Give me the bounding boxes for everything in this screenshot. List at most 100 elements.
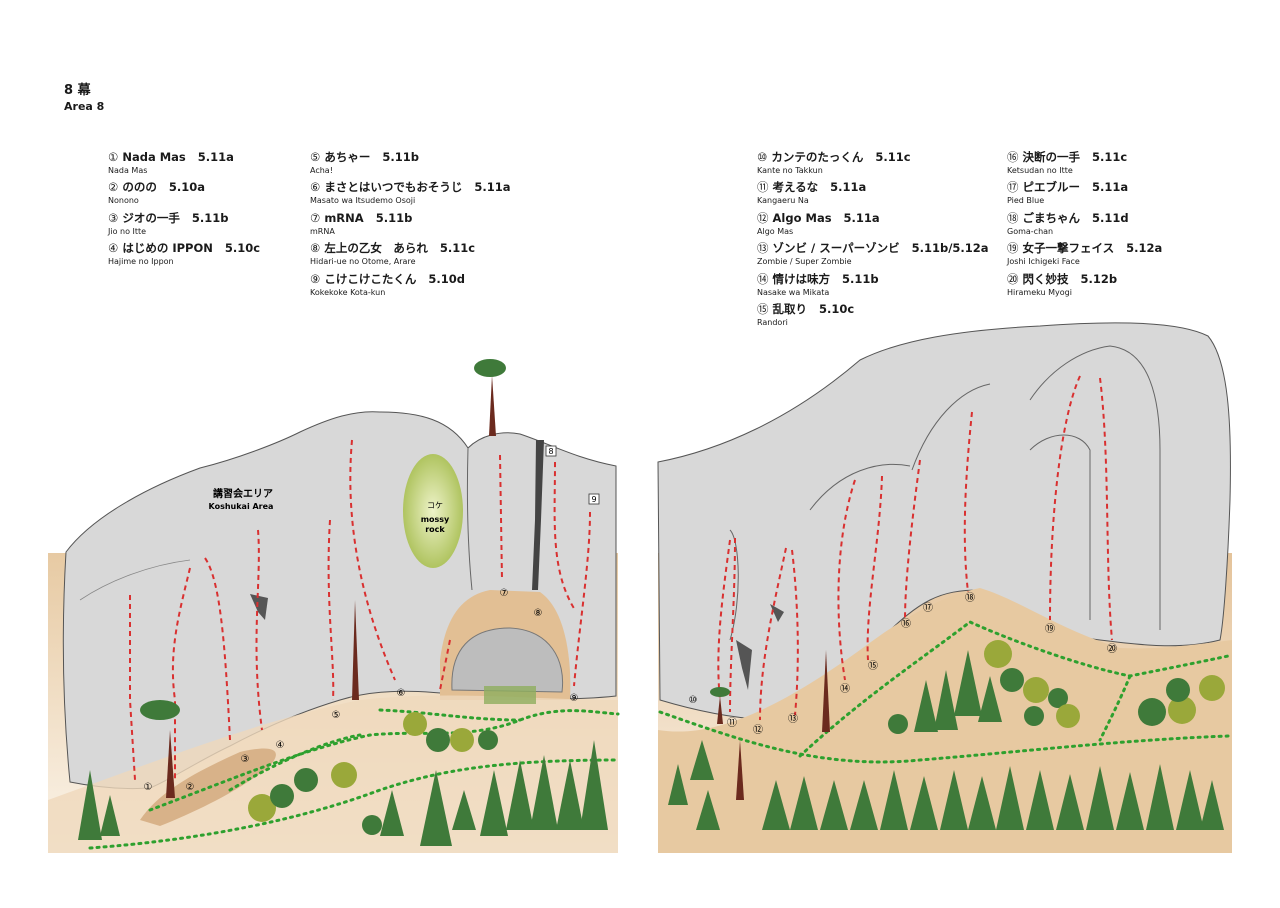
route-line: [553, 461, 576, 611]
route-grade: 5.11b: [191, 210, 229, 225]
route-romaji: Ketsudan no Itte: [1007, 166, 1073, 175]
route-grade: 5.11a: [474, 180, 511, 195]
route-marker-3: ③: [241, 754, 250, 765]
route-number: ④: [108, 241, 119, 256]
overhang: [770, 604, 784, 622]
route-marker-20: ⑳: [1107, 643, 1117, 655]
route-marker-7: ⑦: [500, 588, 509, 599]
route-number: ⑮: [757, 301, 769, 316]
route-romaji: Hajime no Ippon: [108, 257, 174, 267]
cave-boulder: [451, 627, 564, 693]
route-number: ⑫: [757, 210, 769, 225]
route-number: ⑳: [1007, 271, 1019, 286]
route-grade: 5.10a: [168, 180, 205, 195]
route-number: ⑰: [1007, 180, 1019, 195]
route-grade: 5.11b: [842, 271, 879, 286]
route-name: 閃く妙技: [1022, 271, 1069, 286]
trail: [88, 758, 620, 850]
right-trails: [658, 620, 1230, 764]
route-romaji: Hidari-ue no Otome, Arare: [310, 257, 416, 267]
rock-edge: [1029, 434, 1091, 620]
route-line: [759, 547, 787, 721]
route-romaji: mRNA: [310, 226, 335, 236]
route-grade: 5.11c: [439, 241, 476, 256]
koshukai-label-en: Koshukai Area: [209, 502, 274, 511]
route-grade: 5.11a: [197, 150, 234, 164]
route-number: ⑩: [757, 150, 768, 164]
dead-tree: [736, 740, 744, 800]
route-number: ⑪: [757, 180, 769, 195]
route-grade: 5.10d: [428, 271, 465, 286]
left-route-lines: [129, 439, 591, 781]
route-name: Algo Mas: [772, 210, 832, 225]
route-romaji: Kangaeru Na: [757, 196, 809, 206]
route-name: こけこけこたくん: [324, 271, 417, 286]
route-marker-16: ⑯: [901, 618, 911, 630]
route-marker-11: ⑪: [727, 717, 737, 729]
route-grade: 5.11b/5.12a: [911, 241, 989, 256]
route-name: 決断の一手: [1022, 150, 1081, 164]
route-name: カンテのたっくん: [771, 150, 864, 164]
trail: [658, 710, 1230, 764]
route-number: ③: [108, 210, 119, 225]
route-marker-18: ⑱: [965, 592, 975, 604]
route-line: [729, 537, 736, 713]
route-romaji: Jio no Itte: [108, 226, 147, 236]
route-marker-9: ⑨: [570, 693, 579, 704]
route-marker-15: ⑮: [868, 660, 878, 672]
route-marker-13: ⑬: [788, 713, 798, 725]
left-route-markers: ① ② ③ ④ ⑤ ⑥ ⑦ ⑧ ⑨: [144, 588, 579, 793]
route-name: ゾンビ / スーパーゾンビ: [772, 241, 900, 256]
route-grade: 5.11c: [875, 150, 911, 164]
dead-tree: [822, 650, 830, 732]
right-trees: [668, 640, 1225, 830]
route-line: [171, 567, 191, 780]
grass-patch: [484, 686, 536, 704]
route-marker-17: ⑰: [923, 602, 933, 614]
tree-crown: [710, 687, 730, 697]
route-grade: 5.11c: [1092, 150, 1128, 164]
route-name: Nada Mas: [122, 150, 186, 164]
route-line: [791, 549, 799, 716]
tree-crown: [474, 359, 506, 377]
route-marker-1: ①: [144, 782, 153, 793]
box-marker-8: [545, 445, 557, 457]
route-grade: 5.10c: [819, 301, 855, 316]
rock-crack: [466, 447, 473, 591]
rock-edge: [729, 529, 739, 641]
page-subtitle: Area 8: [64, 100, 105, 113]
route-grade: 5.11a: [843, 210, 880, 225]
route-name: はじめの IPPON: [122, 241, 213, 256]
route-grade: 5.10c: [224, 241, 261, 256]
route-line: [866, 475, 883, 661]
overhang: [736, 640, 752, 690]
route-line: [499, 454, 503, 581]
box-marker-9-label: 9: [591, 495, 596, 504]
route-name: 乱取り: [772, 301, 808, 316]
route-number: ⑬: [757, 241, 769, 256]
route-marker-6: ⑥: [397, 688, 406, 699]
route-romaji: Acha!: [310, 166, 333, 175]
mossy-rock: [403, 454, 463, 568]
route-marker-14: ⑭: [840, 683, 850, 695]
route-romaji: Nonono: [108, 196, 139, 206]
tree-trunk: [166, 730, 175, 798]
trail: [378, 708, 522, 722]
route-romaji: Zombie / Super Zombie: [757, 257, 852, 267]
route-name: 考えるな: [772, 180, 819, 195]
left-crag-panel: ① ② ③ ④ ⑤ ⑥ ⑦ ⑧ ⑨ 8 9 講習会エリア Koshukai Ar…: [48, 359, 620, 853]
rock-edge: [809, 463, 911, 511]
route-marker-2: ②: [186, 782, 195, 793]
route-name: ジオの一手: [122, 210, 180, 225]
right-crag-panel: ⑩ ⑪ ⑫ ⑬ ⑭ ⑮ ⑯ ⑰ ⑱ ⑲ ⑳: [657, 322, 1232, 853]
